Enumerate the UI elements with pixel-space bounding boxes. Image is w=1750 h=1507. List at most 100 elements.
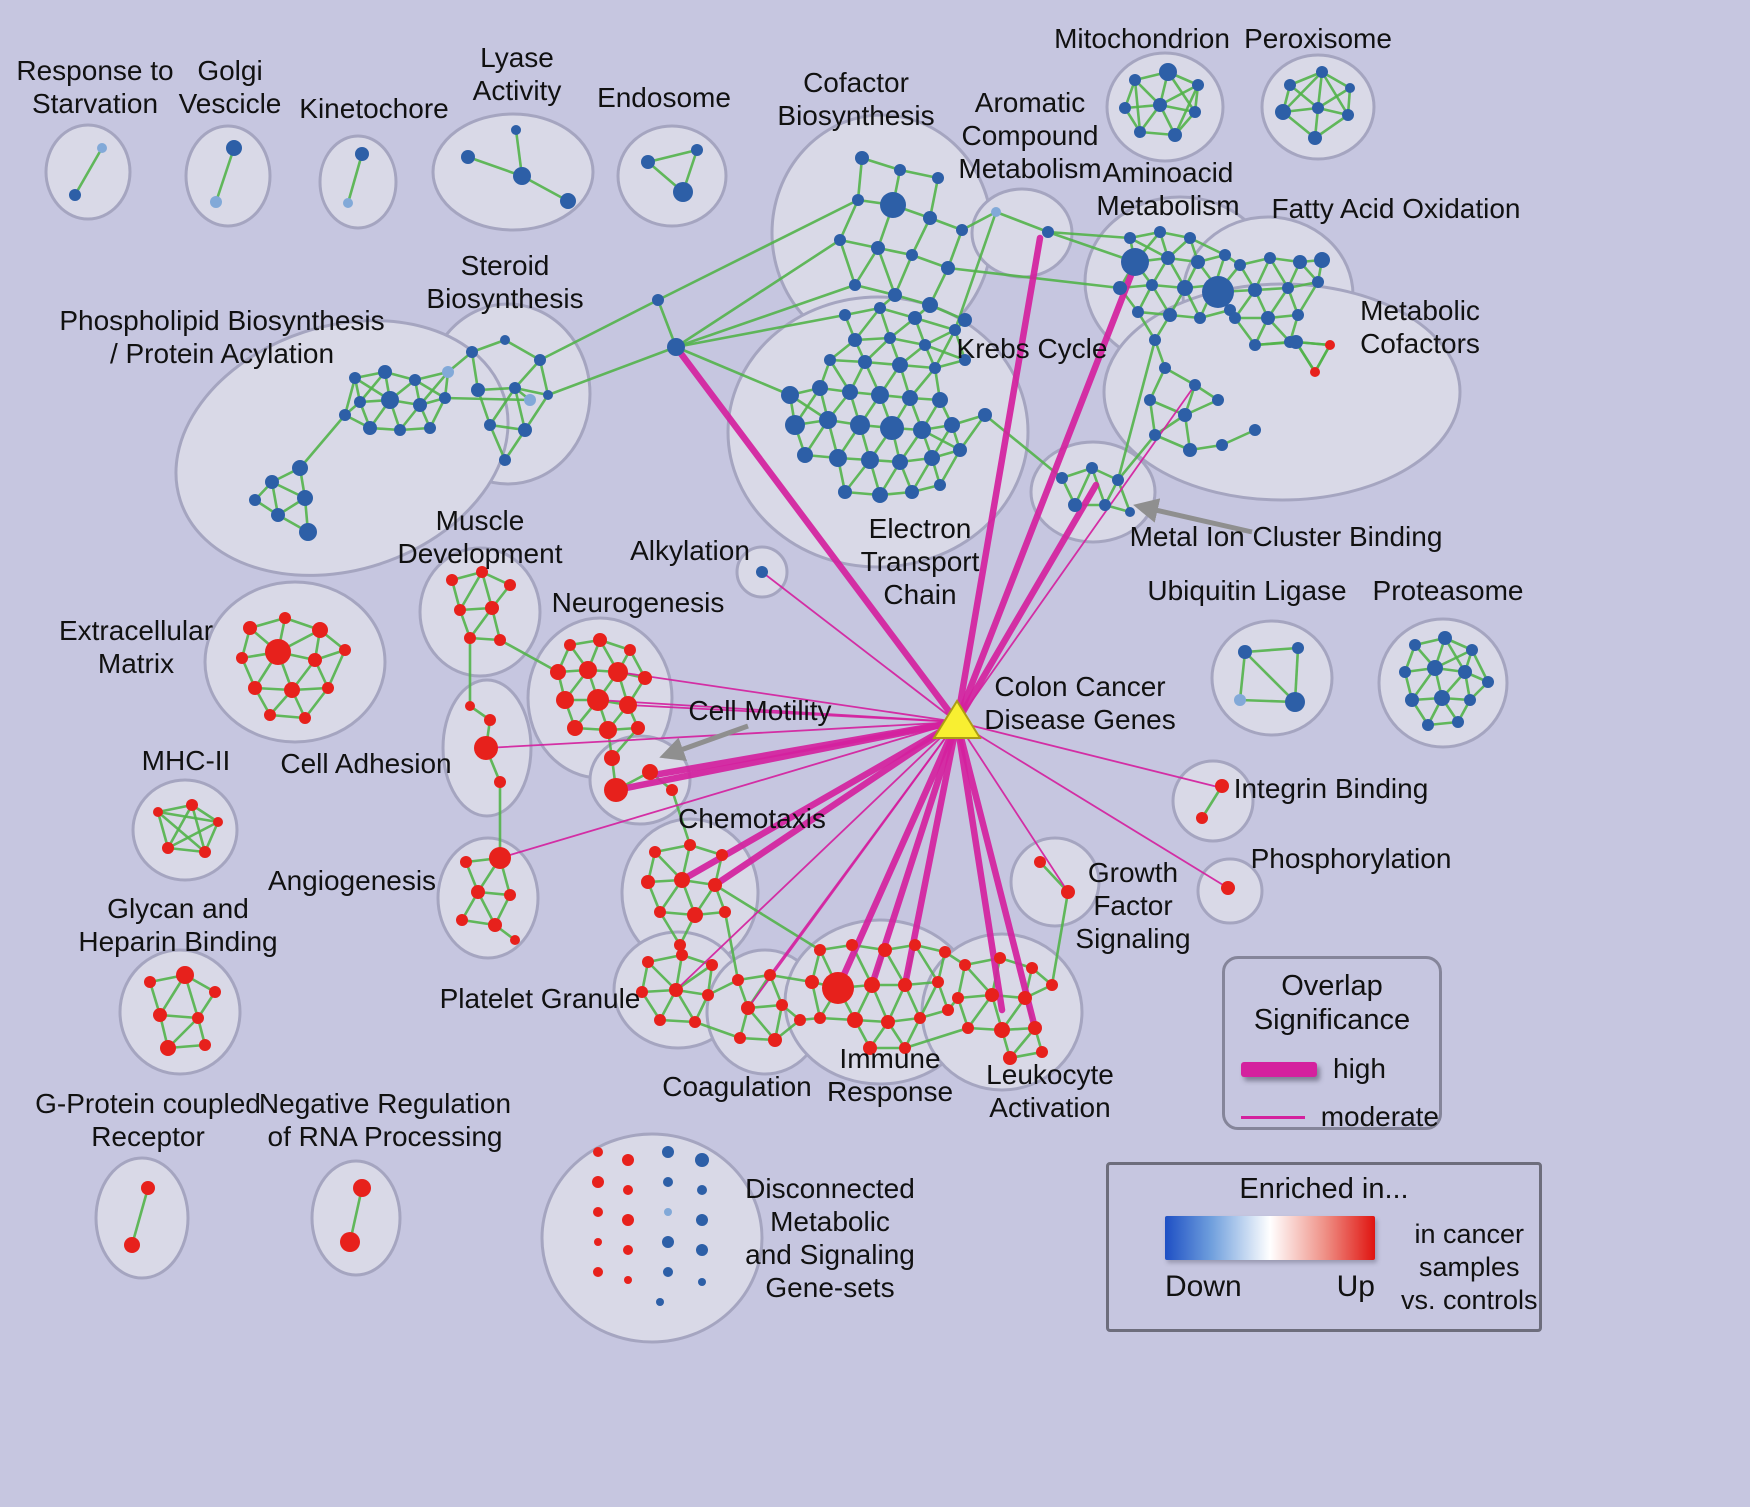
gene-set-node	[861, 451, 879, 469]
enrichment-edge	[547, 345, 677, 397]
enrichment-edge	[913, 944, 940, 983]
gene-set-node	[594, 1238, 602, 1246]
gene-set-node	[1028, 1021, 1042, 1035]
gene-set-node	[1154, 226, 1166, 238]
gene-set-node	[1458, 665, 1472, 679]
overlap-edge-moderate	[769, 721, 958, 976]
gene-set-node	[622, 1214, 634, 1226]
gene-set-node	[824, 354, 836, 366]
cluster-label-angiogenesis: Angiogenesis	[268, 865, 436, 896]
enrichment-edge	[769, 973, 813, 984]
gene-set-node	[1314, 252, 1330, 268]
enrichment-edge	[166, 804, 194, 849]
gene-set-node	[858, 355, 872, 369]
gene-set-node	[494, 776, 506, 788]
gene-set-node	[697, 1185, 707, 1195]
overlap-legend-moderate-row: moderate	[1241, 1101, 1439, 1133]
gene-set-node	[636, 986, 648, 998]
gene-set-node	[934, 479, 946, 491]
enrichment-edge	[167, 846, 206, 854]
gene-set-node	[848, 333, 862, 347]
gene-set-node	[465, 701, 475, 711]
gene-set-node	[667, 338, 685, 356]
gene-set-node	[1068, 498, 1082, 512]
annotation-arrow	[659, 723, 749, 762]
gene-set-node	[1405, 693, 1419, 707]
gene-set-node	[1308, 131, 1322, 145]
gene-set-node	[556, 691, 574, 709]
gene-set-node	[599, 721, 617, 739]
gene-set-node	[1042, 226, 1054, 238]
gene-set-node	[1399, 666, 1411, 678]
gene-set-node	[654, 906, 666, 918]
enrichment-note-line3: vs. controls	[1401, 1285, 1538, 1315]
gene-set-node	[579, 661, 597, 679]
enrichment-edge	[675, 283, 856, 349]
gene-set-node	[684, 839, 696, 851]
cluster-label-phospholipid: Phospholipid Biosynthesis/ Protein Acyla…	[59, 305, 384, 369]
cluster-label-endosome: Endosome	[597, 82, 731, 113]
gene-set-node	[1216, 439, 1228, 451]
enrichment-edge	[675, 238, 841, 349]
enrichment-legend-body: Down Up in cancer samples vs. controls	[1165, 1216, 1539, 1317]
overlap-edge-moderate	[956, 721, 1223, 789]
gene-set-node	[941, 261, 955, 275]
gene-set-node	[1086, 462, 1098, 474]
gene-set-node	[518, 423, 532, 437]
gene-set-node	[698, 1278, 706, 1286]
gene-set-node	[949, 324, 961, 336]
gene-set-node	[1121, 248, 1149, 276]
gene-set-node	[153, 807, 163, 817]
gene-set-node	[489, 847, 511, 869]
gene-set-node	[1132, 306, 1144, 318]
gene-set-node	[1261, 311, 1275, 325]
enrichment-edge	[893, 254, 914, 296]
gene-set-node	[510, 935, 520, 945]
gene-set-node	[1034, 856, 1046, 868]
gene-set-node	[236, 652, 248, 664]
gene-set-node	[884, 332, 896, 344]
gene-set-node	[656, 1298, 664, 1306]
enrichment-edge	[1244, 646, 1299, 654]
gene-set-node	[842, 384, 858, 400]
gene-set-node	[878, 943, 892, 957]
gene-set-node	[944, 417, 960, 433]
gene-set-node	[271, 508, 285, 522]
gene-set-node	[1026, 962, 1038, 974]
cluster-label-krebs_etc: Krebs Cycle	[957, 333, 1108, 364]
gene-set-node	[604, 750, 620, 766]
overlap-edge-moderate	[617, 671, 958, 723]
gene-set-node	[846, 939, 858, 951]
gene-set-node	[353, 1179, 371, 1197]
gene-set-node	[340, 1232, 360, 1252]
enrichment-edge	[1116, 339, 1157, 481]
gene-set-node	[454, 604, 466, 616]
gene-set-node	[471, 885, 485, 899]
gene-set-node	[1196, 812, 1208, 824]
enrichment-note: in cancer samples vs. controls	[1401, 1218, 1538, 1317]
gene-set-node	[689, 1016, 701, 1028]
enrichment-edge	[157, 810, 219, 824]
gene-set-node	[716, 849, 728, 861]
cluster-ellipse-endosome	[616, 124, 728, 228]
gene-set-node	[279, 612, 291, 624]
gene-set-node	[199, 1039, 211, 1051]
enrichment-edge	[1129, 236, 1169, 260]
gene-set-node	[560, 193, 576, 209]
gene-set-node	[1293, 255, 1307, 269]
moderate-significance-line-swatch	[1241, 1115, 1305, 1119]
gene-set-node	[932, 392, 948, 408]
enrichment-edge	[488, 387, 517, 426]
gene-set-node	[834, 234, 846, 246]
gene-set-node	[1452, 716, 1464, 728]
enrichment-edge	[995, 210, 1049, 234]
gene-set-node	[474, 736, 498, 760]
gene-set-node	[265, 639, 291, 665]
enrichment-edge	[1313, 344, 1332, 373]
overlap-significance-legend: Overlap Significance high moderate	[1222, 956, 1442, 1133]
